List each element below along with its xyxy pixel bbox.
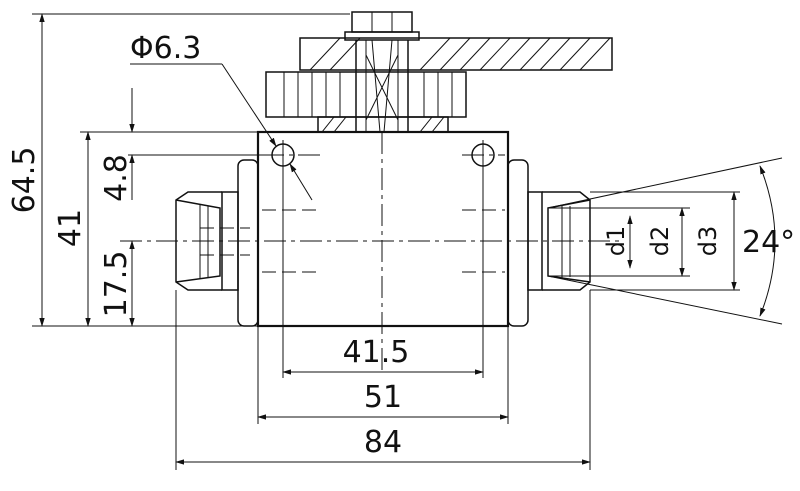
label-offset-top: 4.8 <box>99 154 134 202</box>
valve-stem <box>355 39 409 133</box>
stem-nut <box>344 11 420 41</box>
label-bore-d1: d1 <box>602 226 630 257</box>
dim-hole-diameter: Φ6.3 <box>130 31 313 201</box>
dim-width-inner: 41.5 <box>282 166 484 378</box>
mounting-hole-right <box>462 140 505 170</box>
label-height-total: 64.5 <box>7 147 42 214</box>
center-lines <box>120 132 620 370</box>
handle-hatching <box>309 37 611 71</box>
label-hole-diameter: Φ6.3 <box>130 31 201 66</box>
right-end-connection <box>507 159 591 327</box>
dim-height-body: 41 <box>53 131 258 327</box>
dim-bores: d1 d2 d3 <box>548 191 740 291</box>
label-bore-d2: d2 <box>646 226 674 257</box>
bonnet-gland <box>265 71 467 133</box>
dim-width-total: 84 <box>175 290 591 470</box>
dim-height-total: 64.5 <box>7 13 350 327</box>
label-width-body: 51 <box>364 380 402 415</box>
valve-body <box>256 130 510 328</box>
label-offset-center: 17.5 <box>99 251 134 318</box>
label-height-body: 41 <box>53 209 88 247</box>
label-bore-d3: d3 <box>694 226 722 257</box>
label-width-total: 84 <box>364 425 402 460</box>
dim-width-body: 51 <box>257 326 509 424</box>
handle-lever <box>299 37 613 71</box>
dim-offset-top: 4.8 <box>99 88 262 202</box>
label-cone-angle: 24° <box>742 225 795 260</box>
dim-cone-angle: 24° <box>547 157 795 325</box>
label-width-inner: 41.5 <box>343 335 410 370</box>
dim-offset-center: 17.5 <box>99 240 135 327</box>
left-end-connection <box>175 159 259 327</box>
